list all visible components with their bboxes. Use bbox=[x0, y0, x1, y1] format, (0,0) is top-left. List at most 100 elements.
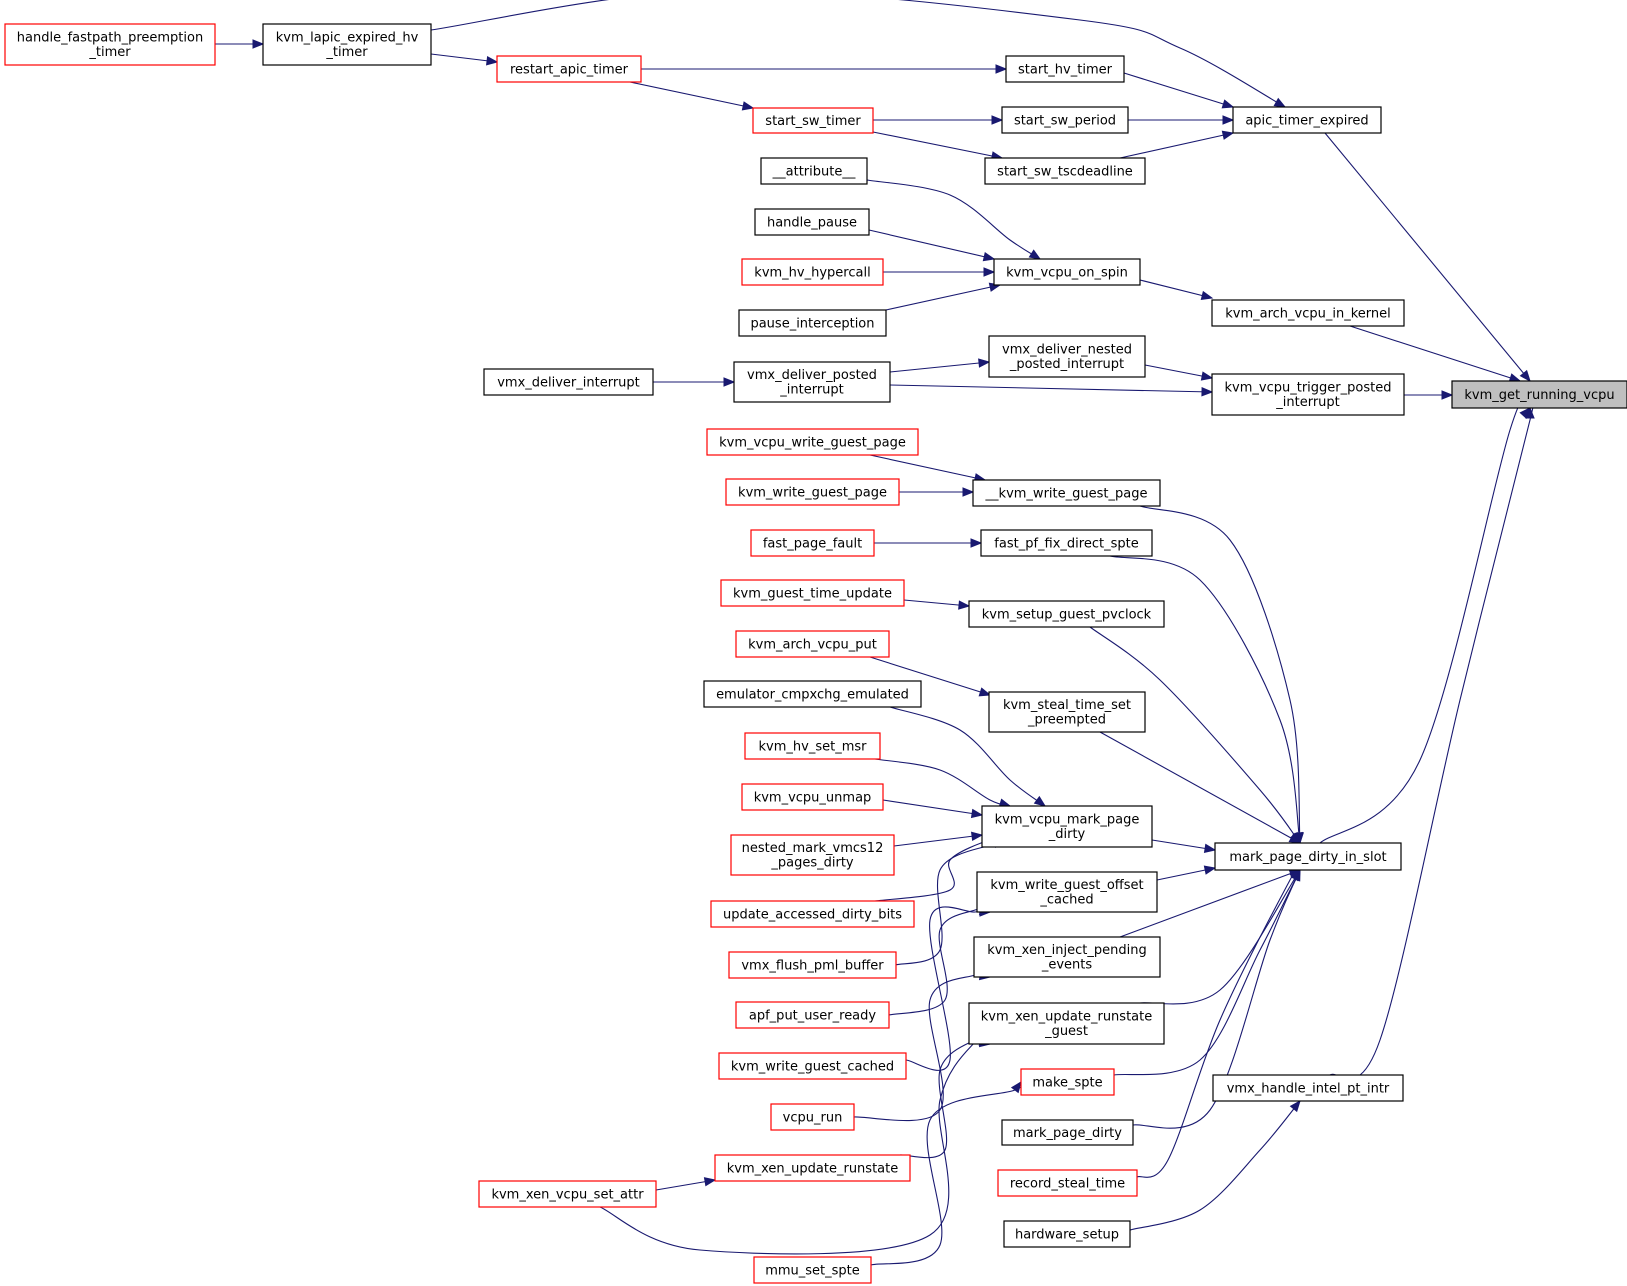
node-kvm-write-guest-offset-cached[interactable]: kvm_write_guest_offset_cached bbox=[976, 871, 1158, 913]
node-fast-page-fault-box bbox=[750, 529, 875, 557]
node-handle-pause-label: handle_pause bbox=[767, 215, 857, 230]
edge-kvm-arch-vcpu-in-kernel-to-kvm-get-running-vcpu-line bbox=[1349, 325, 1521, 382]
edge-kvm-hv-set-msr-to-kvm-vcpu-mark-page-dirty-line bbox=[874, 758, 1011, 807]
edge-restart-apic-timer-to-start-hv-timer bbox=[641, 64, 1008, 74]
node-kvm-steal-time-set-preempted[interactable]: kvm_steal_time_set_preempted bbox=[988, 691, 1146, 733]
node-emulator-cmpxchg-emulated[interactable]: emulator_cmpxchg_emulated bbox=[703, 680, 922, 708]
node-restart-apic-timer[interactable]: restart_apic_timer bbox=[496, 55, 642, 83]
node-vmx-handle-intel-pt-intr[interactable]: vmx_handle_intel_pt_intr bbox=[1212, 1074, 1404, 1102]
edge-mark-page-dirty-in-slot-to-kvm-get-running-vcpu-line bbox=[1319, 397, 1531, 844]
node-mmu-set-spte[interactable]: mmu_set_spte bbox=[753, 1256, 872, 1284]
edge-kvm-write-guest-page-to---kvm-write-guest-page bbox=[899, 487, 975, 497]
edge-kvm-guest-time-update-to-kvm-setup-guest-pvclock-arrowhead bbox=[958, 600, 971, 610]
node-kvm-hv-set-msr-label: kvm_hv_set_msr bbox=[759, 739, 868, 754]
node-fast-page-fault[interactable]: fast_page_fault bbox=[750, 529, 875, 557]
node-kvm-setup-guest-pvclock[interactable]: kvm_setup_guest_pvclock bbox=[968, 600, 1165, 628]
edge-kvm-vcpu-unmap-to-kvm-vcpu-mark-page-dirty-arrowhead bbox=[970, 808, 984, 819]
edge-kvm-arch-vcpu-put-to-kvm-steal-time-set-preempted-arrowhead bbox=[978, 687, 992, 697]
edge-handle-fastpath-preemption-timer-to-kvm-lapic-expired-hv-timer-arrowhead bbox=[252, 39, 265, 49]
node-attribute--[interactable]: __attribute__ bbox=[760, 157, 868, 185]
edge-start-sw-timer-to-start-sw-period-arrowhead bbox=[991, 115, 1004, 125]
node-mark-page-dirty-in-slot[interactable]: mark_page_dirty_in_slot bbox=[1214, 842, 1402, 871]
edge-start-sw-period-to-apic-timer-expired-arrowhead bbox=[1222, 115, 1235, 125]
node-start-hv-timer[interactable]: start_hv_timer bbox=[1005, 55, 1125, 83]
node-start-sw-period[interactable]: start_sw_period bbox=[1001, 106, 1129, 134]
node-kvm-hv-set-msr[interactable]: kvm_hv_set_msr bbox=[744, 732, 881, 760]
node-kvm-arch-vcpu-in-kernel[interactable]: kvm_arch_vcpu_in_kernel bbox=[1211, 299, 1405, 327]
node-apf-put-user-ready[interactable]: apf_put_user_ready bbox=[735, 1001, 890, 1029]
node-kvm-write-guest-page[interactable]: kvm_write_guest_page bbox=[725, 478, 900, 506]
edge-kvm-lapic-expired-hv-timer-to-apic-timer-expired-line bbox=[430, 0, 1286, 108]
node-kvm-arch-vcpu-put[interactable]: kvm_arch_vcpu_put bbox=[735, 630, 890, 658]
node-kvm-vcpu-mark-page-dirty[interactable]: kvm_vcpu_mark_page_dirty bbox=[981, 805, 1153, 848]
edge-kvm-write-guest-offset-cached-to-mark-page-dirty-in-slot-arrowhead bbox=[1203, 865, 1217, 875]
node-kvm-guest-time-update[interactable]: kvm_guest_time_update bbox=[720, 579, 905, 607]
node-hardware-setup[interactable]: hardware_setup bbox=[1003, 1220, 1131, 1248]
edge-kvm-write-guest-cached-to-kvm-write-guest-offset-cached bbox=[905, 906, 992, 1071]
node-kvm-vcpu-write-guest-page-label: kvm_vcpu_write_guest_page bbox=[719, 435, 906, 450]
node-update-accessed-dirty-bits-box bbox=[710, 900, 915, 928]
node-apic-timer-expired-label: apic_timer_expired bbox=[1245, 113, 1368, 128]
edge-handle-pause-to-kvm-vcpu-on-spin-arrowhead bbox=[982, 252, 996, 262]
edge-kvm-steal-time-set-preempted-to-mark-page-dirty-in-slot bbox=[1099, 731, 1302, 844]
node-make-spte[interactable]: make_spte bbox=[1020, 1068, 1115, 1096]
edge-restart-apic-timer-to-start-sw-timer bbox=[629, 81, 755, 111]
node-start-hv-timer-label: start_hv_timer bbox=[1018, 62, 1113, 77]
node-kvm-xen-inject-pending-events[interactable]: kvm_xen_inject_pending_events bbox=[973, 936, 1161, 978]
node-nested-mark-vmcs12-pages-dirty-label-line-2: _pages_dirty bbox=[770, 856, 854, 871]
node-record-steal-time[interactable]: record_steal_time bbox=[997, 1169, 1138, 1197]
node-vmx-deliver-posted-interrupt[interactable]: vmx_deliver_posted_interrupt bbox=[733, 361, 891, 403]
edge-vmx-deliver-posted-interrupt-to-kvm-vcpu-trigger-posted-interrupt-line bbox=[889, 384, 1213, 393]
node-kvm-hv-set-msr-box bbox=[744, 732, 881, 760]
node-kvm-steal-time-set-preempted-label-line-2: _preempted bbox=[1027, 713, 1106, 728]
node-kvm-hv-hypercall[interactable]: kvm_hv_hypercall bbox=[741, 258, 884, 286]
edge---kvm-write-guest-page-to-mark-page-dirty-in-slot bbox=[1139, 505, 1304, 845]
node-kvm-vcpu-mark-page-dirty-label-line-1: kvm_vcpu_mark_page bbox=[995, 813, 1140, 828]
edge-restart-apic-timer-to-start-hv-timer-arrowhead bbox=[995, 64, 1008, 74]
node-kvm-write-guest-cached[interactable]: kvm_write_guest_cached bbox=[718, 1052, 907, 1080]
node-start-sw-timer-label: start_sw_timer bbox=[765, 114, 861, 129]
node-kvm-vcpu-unmap[interactable]: kvm_vcpu_unmap bbox=[741, 783, 884, 811]
node-kvm-xen-update-runstate[interactable]: kvm_xen_update_runstate bbox=[714, 1154, 911, 1182]
node-kvm-xen-vcpu-set-attr-label: kvm_xen_vcpu_set_attr bbox=[491, 1187, 644, 1202]
node-kvm-hv-hypercall-label: kvm_hv_hypercall bbox=[754, 265, 870, 280]
edge-vmx-handle-intel-pt-intr-to-kvm-get-running-vcpu-arrowhead bbox=[1525, 406, 1535, 419]
edge-kvm-steal-time-set-preempted-to-mark-page-dirty-in-slot-arrowhead bbox=[1288, 833, 1302, 844]
node-kvm-get-running-vcpu[interactable]: kvm_get_running_vcpu bbox=[1451, 380, 1627, 409]
edge-kvm-arch-vcpu-put-to-kvm-steal-time-set-preempted-line bbox=[869, 656, 991, 696]
node-fast-pf-fix-direct-spte-label: fast_pf_fix_direct_spte bbox=[994, 536, 1138, 551]
edge-apic-timer-expired-to-kvm-get-running-vcpu-line bbox=[1324, 132, 1531, 382]
node-kvm-write-guest-cached-label: kvm_write_guest_cached bbox=[731, 1059, 894, 1074]
node-vmx-deliver-nested-posted-interrupt[interactable]: vmx_deliver_nested_posted_interrupt bbox=[988, 335, 1146, 378]
node-start-sw-tscdeadline[interactable]: start_sw_tscdeadline bbox=[984, 157, 1146, 185]
node-vmx-deliver-interrupt[interactable]: vmx_deliver_interrupt bbox=[483, 368, 654, 396]
node-mark-page-dirty[interactable]: mark_page_dirty bbox=[1001, 1119, 1134, 1146]
edge-vmx-deliver-posted-interrupt-to-kvm-vcpu-trigger-posted-interrupt-arrowhead bbox=[1201, 387, 1214, 397]
node-kvm-xen-vcpu-set-attr[interactable]: kvm_xen_vcpu_set_attr bbox=[478, 1180, 657, 1208]
edge-kvm-guest-time-update-to-kvm-setup-guest-pvclock-line bbox=[903, 599, 970, 607]
node-fast-pf-fix-direct-spte[interactable]: fast_pf_fix_direct_spte bbox=[980, 529, 1153, 557]
node-vcpu-run[interactable]: vcpu_run bbox=[770, 1103, 855, 1131]
node-vmx-flush-pml-buffer[interactable]: vmx_flush_pml_buffer bbox=[728, 951, 897, 979]
node-kvm-write-guest-page[interactable]: __kvm_write_guest_page bbox=[972, 479, 1161, 507]
node-kvm-xen-update-runstate-box bbox=[714, 1154, 911, 1182]
node-handle-fastpath-preemption-timer[interactable]: handle_fastpath_preemption_timer bbox=[4, 23, 216, 66]
edge-make-spte-to-mark-page-dirty-in-slot-line bbox=[1113, 869, 1301, 1076]
node-kvm-vcpu-write-guest-page[interactable]: kvm_vcpu_write_guest_page bbox=[706, 428, 919, 456]
node-update-accessed-dirty-bits[interactable]: update_accessed_dirty_bits bbox=[710, 900, 915, 928]
node-hardware-setup-label: hardware_setup bbox=[1015, 1227, 1119, 1242]
node-apic-timer-expired[interactable]: apic_timer_expired bbox=[1232, 106, 1382, 134]
node-kvm-vcpu-unmap-label: kvm_vcpu_unmap bbox=[754, 790, 872, 805]
edge-start-sw-tscdeadline-to-apic-timer-expired-arrowhead bbox=[1221, 130, 1235, 140]
edge-kvm-vcpu-on-spin-to-kvm-arch-vcpu-in-kernel bbox=[1139, 279, 1214, 301]
node-kvm-vcpu-on-spin[interactable]: kvm_vcpu_on_spin bbox=[993, 258, 1141, 286]
node-pause-interception[interactable]: pause_interception bbox=[738, 309, 887, 337]
node-kvm-xen-update-runstate-guest[interactable]: kvm_xen_update_runstate_guest bbox=[968, 1002, 1165, 1045]
node-kvm-lapic-expired-hv-timer[interactable]: kvm_lapic_expired_hv_timer bbox=[262, 23, 432, 66]
node-start-sw-timer[interactable]: start_sw_timer bbox=[752, 107, 874, 134]
edge-kvm-xen-update-runstate-guest-to-mark-page-dirty-in-slot-line bbox=[1139, 869, 1301, 1005]
node-nested-mark-vmcs12-pages-dirty[interactable]: nested_mark_vmcs12_pages_dirty bbox=[730, 834, 895, 876]
node-start-sw-timer-box bbox=[752, 107, 874, 134]
node-handle-pause[interactable]: handle_pause bbox=[754, 208, 870, 236]
node-kvm-vcpu-trigger-posted-interrupt[interactable]: kvm_vcpu_trigger_posted_interrupt bbox=[1211, 373, 1405, 416]
